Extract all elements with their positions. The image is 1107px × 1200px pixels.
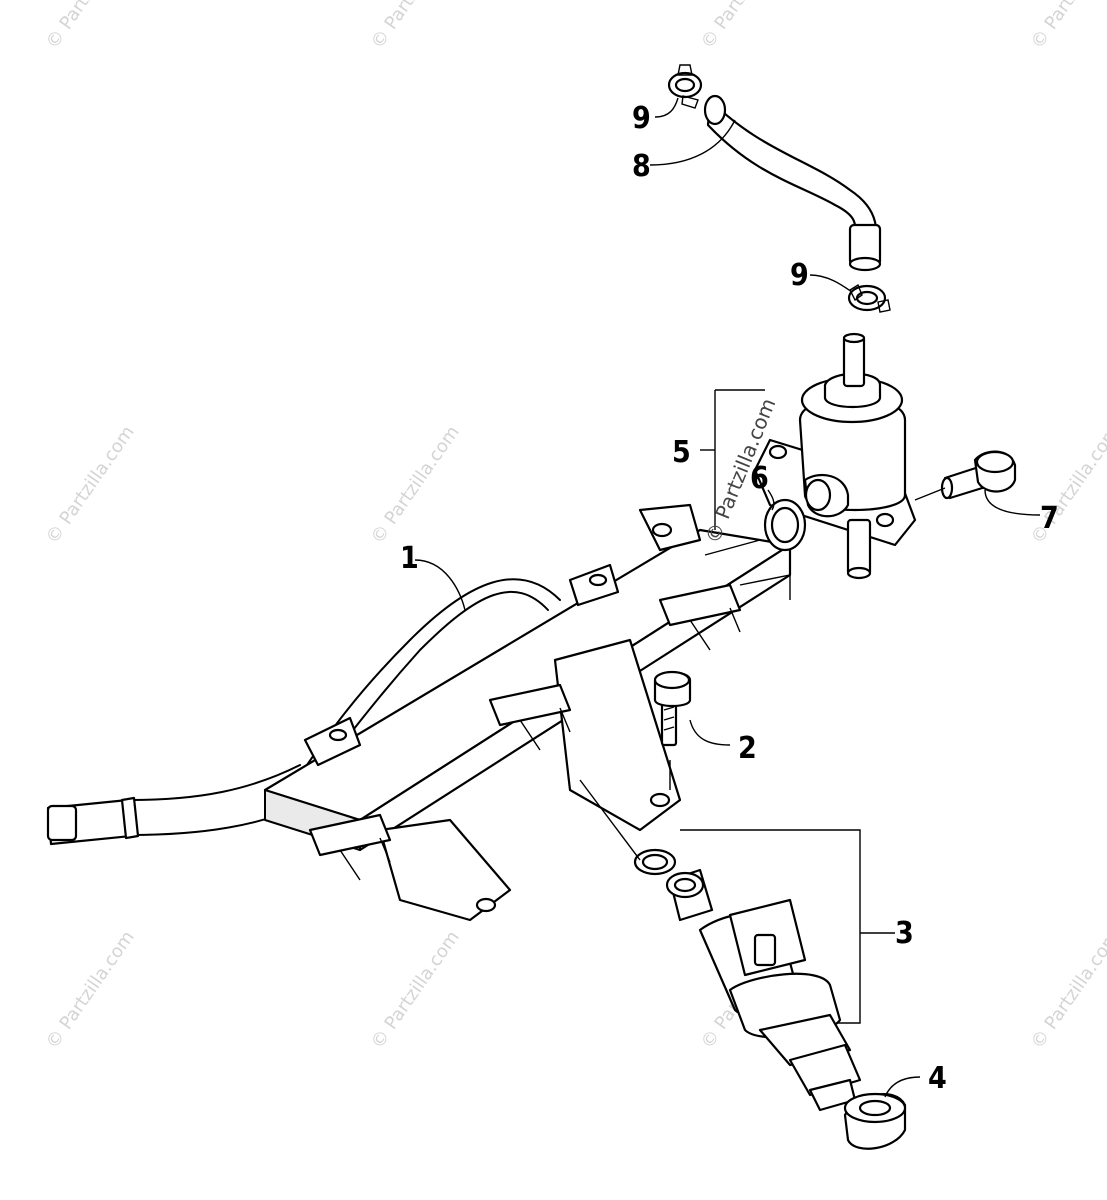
watermark: © Partzilla.com	[697, 0, 794, 53]
callout-7: 7	[1040, 501, 1059, 536]
callout-9-upper: 9	[632, 101, 651, 136]
hose-clamp-lower	[847, 283, 891, 313]
leader-5	[714, 389, 765, 530]
rail-mounting-bolt	[653, 670, 692, 747]
watermark: © Partzilla.com	[367, 422, 464, 548]
leader-9-lower	[809, 274, 853, 293]
leader-6	[767, 489, 775, 511]
leader-lines	[414, 97, 1041, 1098]
leader-2	[689, 719, 731, 746]
watermark: © Partzilla.com	[1027, 927, 1107, 1053]
leader-4	[884, 1076, 921, 1098]
callout-1: 1	[400, 541, 419, 576]
watermark: © Partzilla.com	[367, 0, 464, 53]
callout-9-lower: 9	[790, 258, 809, 293]
leader-7	[984, 489, 1041, 516]
leader-3	[680, 829, 895, 1024]
watermark: © Partzilla.com	[42, 0, 139, 53]
watermark: © Partzilla.com	[367, 927, 464, 1053]
leader-1	[414, 559, 466, 611]
callout-6: 6	[750, 461, 769, 496]
pressure-regulator	[753, 332, 917, 580]
leader-9-upper	[654, 97, 679, 118]
regulator-bolt	[940, 450, 1017, 500]
watermark: © Partzilla.com	[42, 927, 139, 1053]
vacuum-hose	[703, 94, 882, 272]
hose-clamp-upper	[667, 64, 703, 109]
regulator-o-ring	[763, 498, 807, 552]
watermark: © Partzilla.com	[42, 422, 139, 548]
callout-labels: 1 2 3 4 5 6 7 8 9 9	[400, 101, 1059, 1096]
watermark: © Partzilla.com	[1027, 422, 1107, 548]
leader-8	[649, 119, 736, 166]
callout-2: 2	[738, 731, 757, 766]
callout-4: 4	[928, 1061, 947, 1096]
injector-seal	[843, 1092, 907, 1150]
callout-8: 8	[632, 149, 651, 184]
fuel-injector	[633, 848, 862, 1112]
fuel-rail-assembly	[46, 503, 792, 922]
watermark: © Partzilla.com	[1027, 0, 1107, 53]
callout-5: 5	[672, 435, 691, 470]
watermark-layer: © Partzilla.com © Partzilla.com © Partzi…	[42, 0, 1107, 1053]
callout-3: 3	[895, 916, 914, 951]
